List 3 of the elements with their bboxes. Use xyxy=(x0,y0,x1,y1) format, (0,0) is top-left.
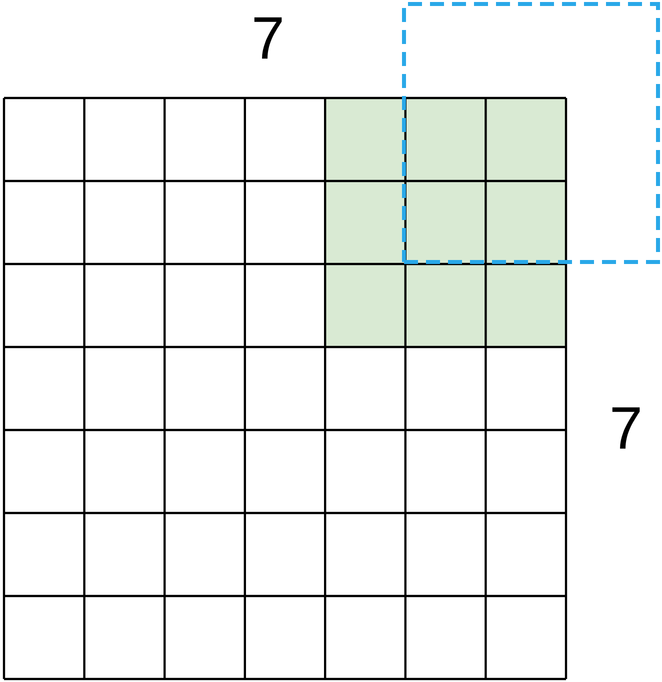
dimension-label: 7 xyxy=(254,17,282,59)
dashed-box xyxy=(402,2,660,264)
dimension-label: 7 xyxy=(612,407,640,449)
